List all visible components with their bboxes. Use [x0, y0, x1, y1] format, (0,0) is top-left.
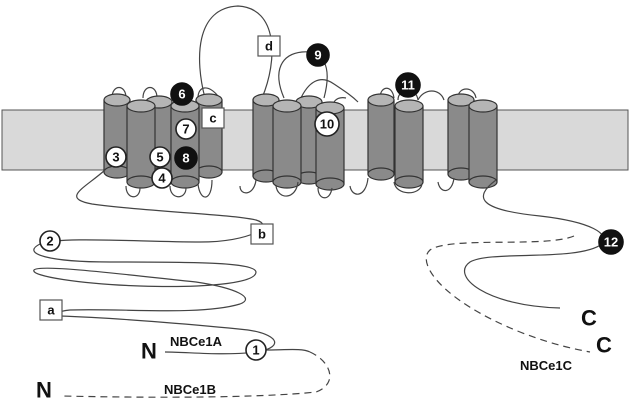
- c-terminus-upper: C: [581, 306, 597, 331]
- site-9-label: 9: [314, 48, 321, 63]
- site-5: 5: [149, 146, 171, 168]
- site-1: 1: [245, 339, 267, 361]
- intracellular-loops: [125, 177, 455, 199]
- box-b: b: [250, 223, 274, 245]
- site-10-label: 10: [320, 117, 334, 132]
- site-4: 4: [151, 167, 173, 189]
- box-d: d: [257, 35, 281, 57]
- site-5-label: 5: [156, 150, 163, 165]
- site-7-label: 7: [182, 122, 189, 137]
- box-c: c: [201, 107, 225, 129]
- n-terminus-nbce1a: N: [141, 339, 157, 364]
- site-8: 8: [174, 146, 198, 170]
- site-7: 7: [175, 118, 197, 140]
- site-4-label: 4: [158, 171, 166, 186]
- site-6: 6: [170, 82, 194, 106]
- box-a-label: a: [47, 303, 55, 318]
- site-1-label: 1: [252, 343, 259, 358]
- n-terminus-nbce1b: N: [36, 378, 52, 403]
- box-d-label: d: [265, 39, 273, 54]
- site-3: 3: [105, 146, 127, 168]
- box-c-label: c: [209, 111, 216, 126]
- c-terminus-lower: C: [596, 333, 612, 358]
- site-2: 2: [39, 230, 61, 252]
- loop-site-9: [278, 51, 328, 99]
- variant-label-nbce1b: NBCe1B: [164, 382, 216, 397]
- n-terminal-tail: [33, 169, 276, 355]
- helix-bundle-left: [103, 93, 223, 189]
- site-8-label: 8: [182, 151, 189, 166]
- c-terminal-tail: [464, 179, 605, 309]
- extracellular-loops: [111, 5, 477, 111]
- site-12: 12: [598, 229, 624, 255]
- box-a: a: [39, 299, 63, 321]
- box-b-label: b: [258, 227, 266, 242]
- variant-label-nbce1a: NBCe1A: [170, 334, 223, 349]
- site-11: 11: [395, 72, 421, 98]
- helix-bundle-middle: [252, 93, 345, 191]
- site-12-label: 12: [604, 235, 618, 250]
- variant-label-nbce1c: NBCe1C: [520, 358, 573, 373]
- site-3-label: 3: [112, 150, 119, 165]
- site-2-label: 2: [46, 234, 53, 249]
- site-11-label: 11: [401, 78, 415, 93]
- nbce1b-dashed-tail: [61, 351, 331, 398]
- site-10: 10: [314, 111, 340, 137]
- site-6-label: 6: [178, 87, 185, 102]
- big-extracellular-loop: [198, 5, 273, 99]
- site-9: 9: [306, 43, 330, 67]
- helix-bundle-right: [367, 93, 498, 189]
- c-terminal-dashed: [425, 235, 591, 353]
